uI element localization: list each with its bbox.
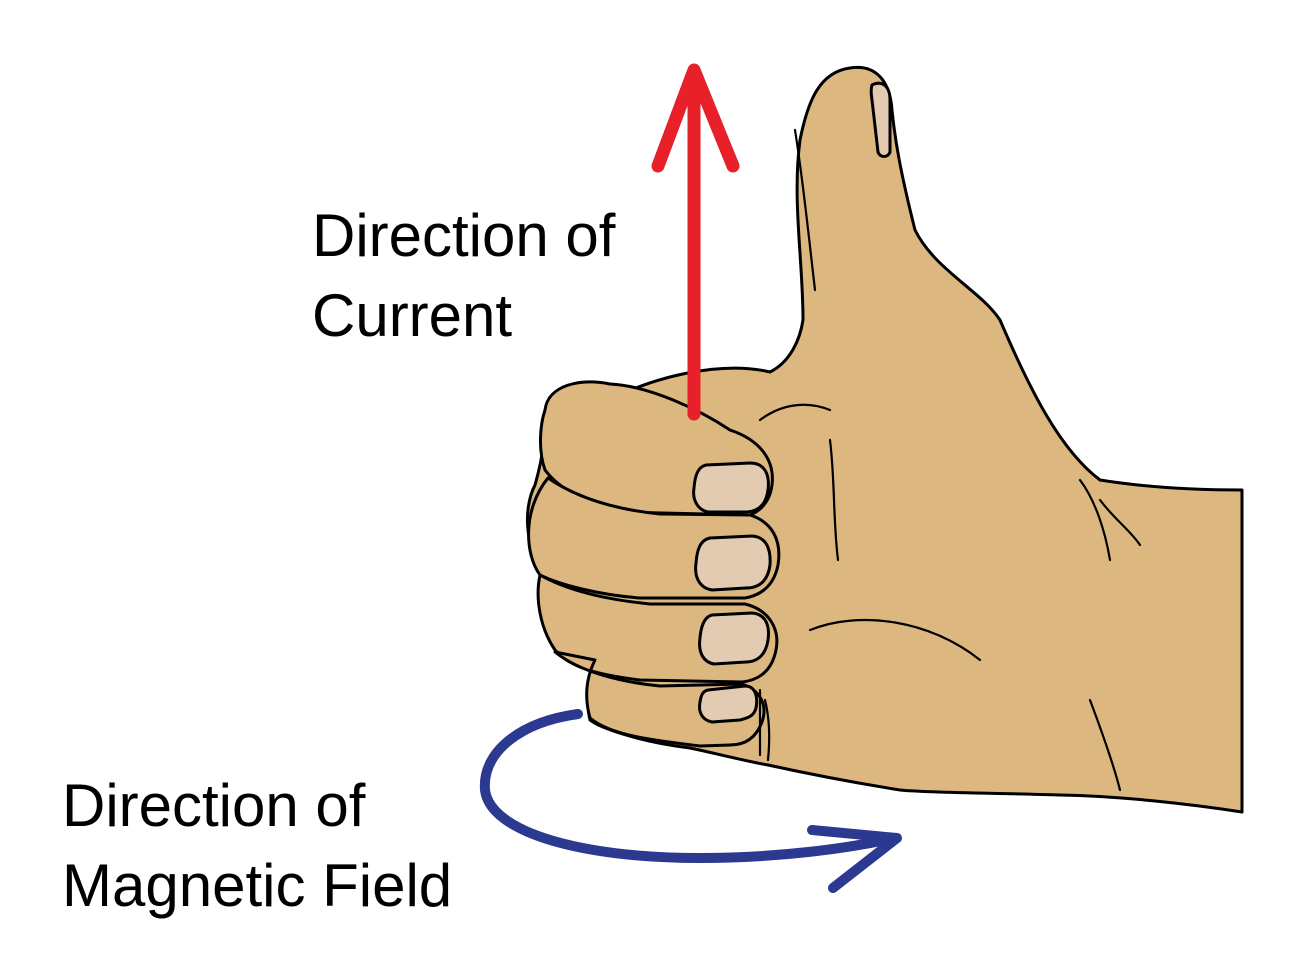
field-label-line-2: Magnetic Field [62,852,453,919]
fingernail-2 [694,534,772,592]
magnetic-field-arc [479,709,900,863]
field-label-line-1: Direction of [62,772,366,839]
magnetic-field-direction-label: Direction of Magnetic Field [62,766,452,926]
fingernail-4 [698,684,759,724]
magnetic-field-arrow-icon [479,709,902,893]
current-direction-label: Direction of Current [312,196,615,356]
current-arrowhead [651,63,740,173]
hand-illustration [525,65,1244,814]
current-label-line-1: Direction of [312,202,616,269]
current-label-line-2: Current [312,282,513,349]
fingernail-1 [692,461,770,514]
fingernail-3 [698,611,770,666]
current-arrow-icon [651,63,740,421]
hand-crease-lines [758,128,1142,792]
magnetic-field-arrowhead [807,825,902,893]
thumb-nail [869,81,892,158]
